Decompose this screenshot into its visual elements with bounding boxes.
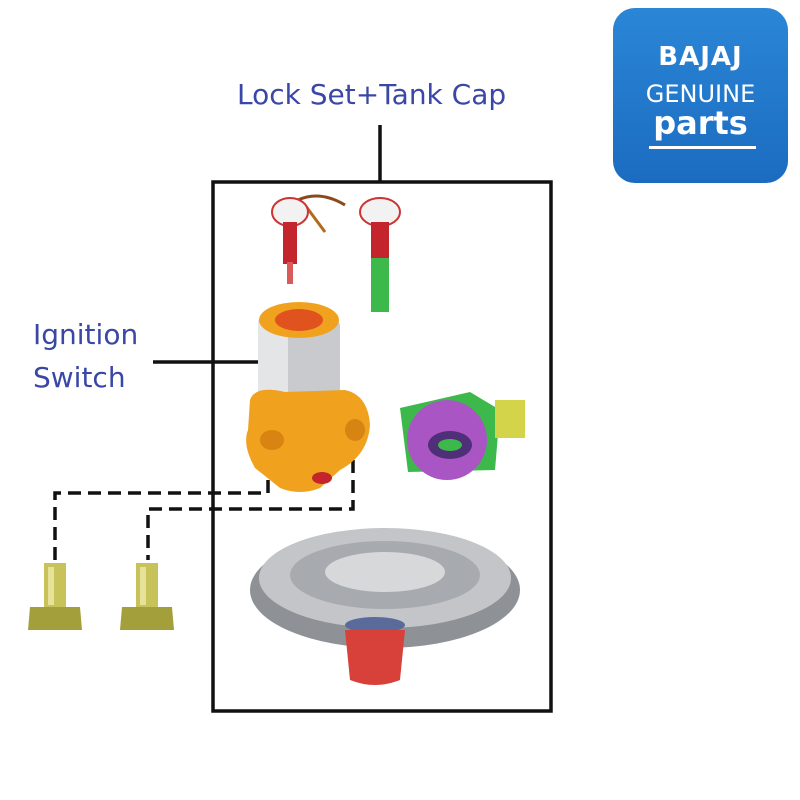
logo-brand: BAJAJ (658, 42, 743, 72)
kit-label: Lock Set+Tank Cap (237, 78, 507, 111)
ignition-switch-icon (246, 302, 370, 492)
bolt-icon (120, 563, 174, 630)
steering-lock-icon (400, 392, 525, 480)
logo-underline (649, 146, 756, 149)
kit-frame (211, 180, 553, 713)
ignition-switch-label: Ignition Switch (33, 313, 138, 400)
logo-parts: parts (653, 104, 748, 142)
ignition-label-line1: Ignition (33, 318, 139, 351)
logo-genuine: GENUINE (645, 80, 756, 108)
bolt-icon (28, 563, 82, 630)
ignition-label-line2: Switch (33, 361, 126, 395)
bajaj-genuine-parts-logo: BAJAJ GENUINE parts (613, 8, 788, 183)
fuel-tank-cap-icon (250, 528, 520, 685)
wire-connector-icon (271, 194, 401, 312)
